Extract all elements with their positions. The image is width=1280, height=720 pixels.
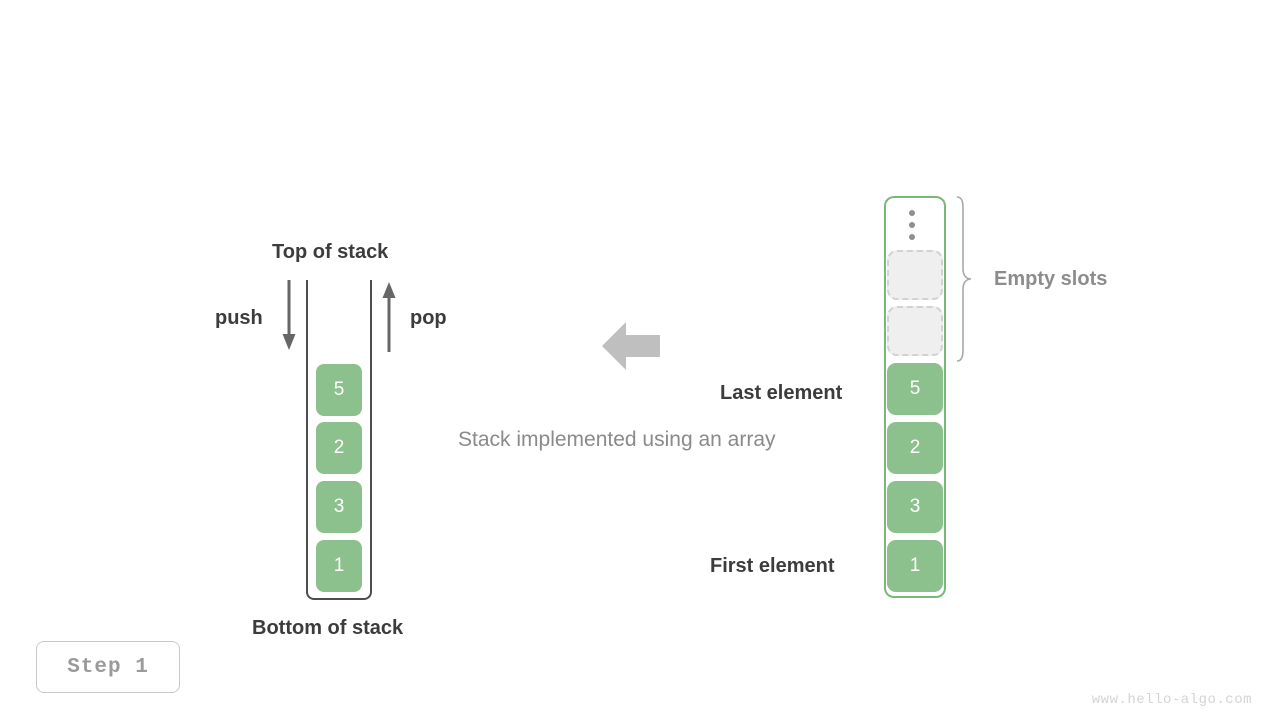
- step-badge-label: Step 1: [67, 655, 149, 679]
- empty-slots-brace: [956, 196, 972, 362]
- array-element[interactable]: 3: [887, 481, 943, 533]
- push-label: push: [215, 307, 263, 329]
- stack-container: [306, 280, 372, 600]
- arrow-up-icon: [382, 282, 396, 352]
- ellipsis-dot: [909, 222, 915, 228]
- array-element[interactable]: 5: [887, 363, 943, 415]
- top-of-stack-label: Top of stack: [272, 241, 389, 263]
- arrow-left-icon: [602, 322, 660, 370]
- first-element-label: First element: [710, 555, 835, 577]
- stack-element[interactable]: 5: [316, 364, 362, 416]
- stack-element[interactable]: 1: [316, 540, 362, 592]
- bottom-of-stack-label: Bottom of stack: [252, 617, 404, 639]
- diagram-caption: Stack implemented using an array: [458, 428, 776, 451]
- stack-element[interactable]: 3: [316, 481, 362, 533]
- vertical-ellipsis-icon: [908, 210, 916, 240]
- empty-slots-label: Empty slots: [994, 268, 1108, 290]
- step-badge: Step 1: [36, 641, 180, 693]
- pop-label: pop: [410, 307, 447, 329]
- array-element[interactable]: 2: [887, 422, 943, 474]
- array-element[interactable]: 1: [887, 540, 943, 592]
- empty-slot[interactable]: [887, 306, 943, 356]
- last-element-label: Last element: [720, 382, 843, 404]
- ellipsis-dot: [909, 210, 915, 216]
- arrow-down-icon: [282, 280, 296, 350]
- ellipsis-dot: [909, 234, 915, 240]
- watermark: www.hello-algo.com: [1091, 692, 1252, 708]
- empty-slot[interactable]: [887, 250, 943, 300]
- stack-element[interactable]: 2: [316, 422, 362, 474]
